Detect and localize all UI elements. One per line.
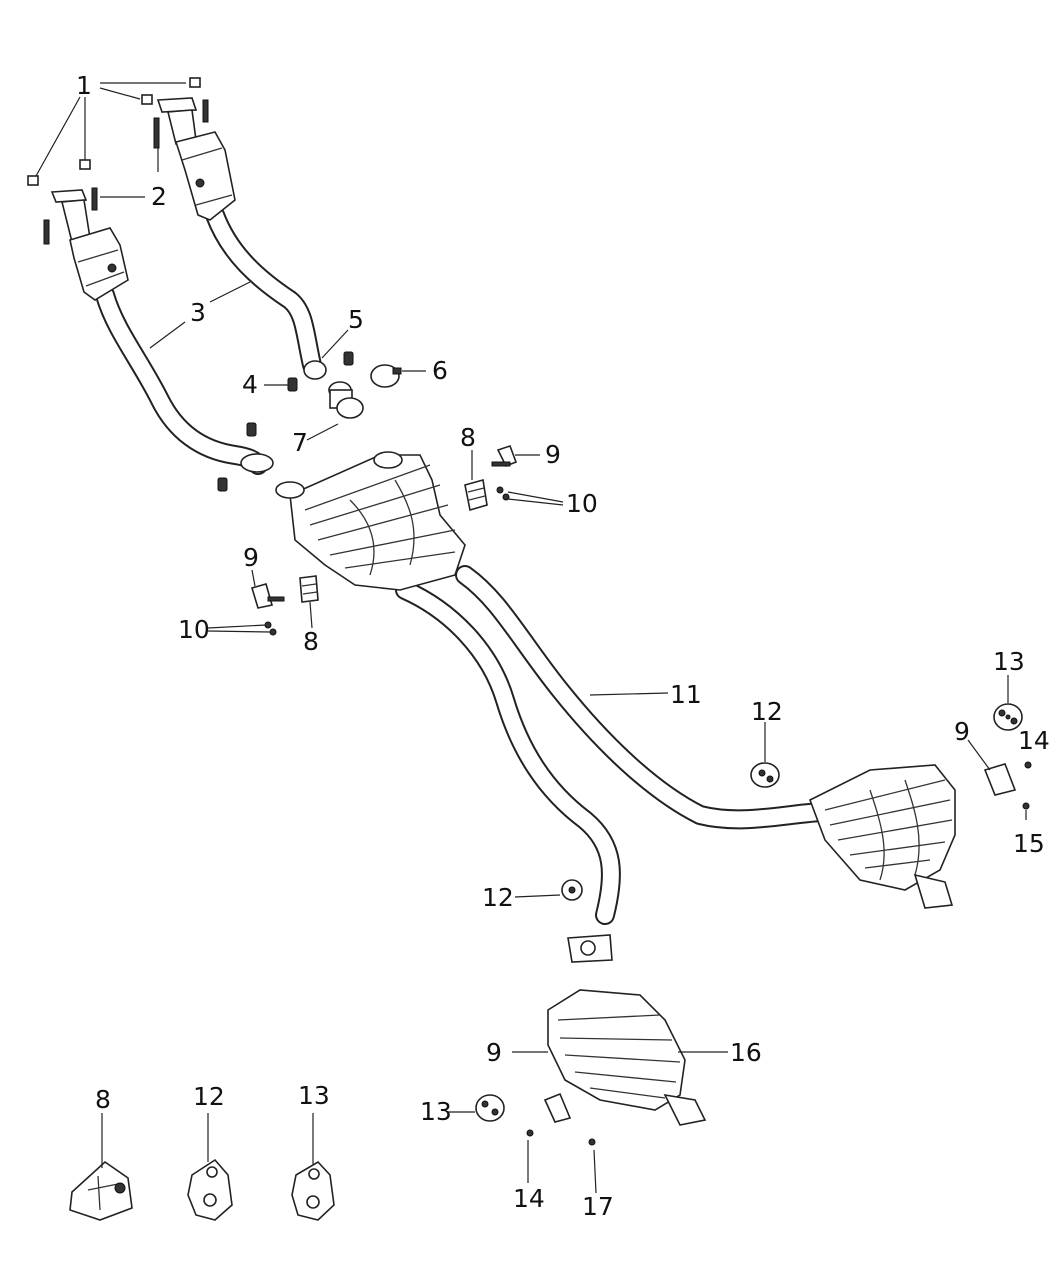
- flange-nuts: [27, 77, 201, 186]
- clamp-6: [370, 364, 402, 388]
- left-downpipe: [95, 285, 268, 475]
- detail-isolator-13: [291, 1160, 335, 1221]
- isolator-8b: [299, 575, 319, 603]
- callout-4: 4: [242, 370, 258, 399]
- callout-12: 12: [482, 883, 514, 912]
- callout-16: 16: [730, 1038, 762, 1067]
- callout-11: 11: [670, 680, 702, 709]
- bracket-9d: [543, 1092, 572, 1123]
- callout-2: 2: [151, 182, 167, 211]
- bracket-9b: [251, 583, 285, 609]
- fasteners-14-15: [1022, 761, 1032, 810]
- x-pipe-right-branch: [455, 565, 830, 830]
- pipe-end: [303, 360, 327, 380]
- x-pipe-left-branch: [395, 580, 621, 925]
- right-muffler: [808, 764, 956, 909]
- left-catalytic-converter: [50, 189, 129, 301]
- callout-6: 6: [432, 356, 448, 385]
- right-flange: [567, 934, 613, 963]
- flange-studs: [43, 99, 209, 245]
- callout-13: 13: [420, 1097, 452, 1126]
- callout-10: 10: [178, 615, 210, 644]
- callout-10: 10: [566, 489, 598, 518]
- callout-8: 8: [460, 423, 476, 452]
- callout-9: 9: [243, 543, 259, 572]
- callout-13: 13: [993, 647, 1025, 676]
- isolator-12a: [750, 762, 780, 788]
- leader-lines: [35, 82, 1027, 1194]
- isolator-8a: [464, 478, 488, 512]
- callout-14: 14: [1018, 726, 1050, 755]
- callout-7: 7: [292, 428, 308, 457]
- callout-8: 8: [303, 627, 319, 656]
- bracket-9a: [491, 444, 518, 468]
- isolator-13a: [993, 703, 1023, 731]
- connector-7: [328, 381, 364, 419]
- callout-12: 12: [193, 1082, 225, 1111]
- callout-13: 13: [298, 1081, 330, 1110]
- callout-9: 9: [545, 440, 561, 469]
- callout-5: 5: [348, 305, 364, 334]
- callout-8: 8: [95, 1085, 111, 1114]
- fasteners-14-17: [526, 1129, 596, 1146]
- callout-17: 17: [582, 1192, 614, 1221]
- left-muffler: [547, 989, 707, 1126]
- callout-9: 9: [954, 717, 970, 746]
- detail-isolator-8: [69, 1160, 133, 1221]
- callout-15: 15: [1013, 829, 1045, 858]
- right-catalytic-converter: [156, 97, 236, 221]
- isolator-12b: [561, 879, 583, 901]
- callout-3: 3: [190, 298, 206, 327]
- bracket-9c: [983, 763, 1017, 796]
- studs-4: [217, 351, 354, 492]
- callout-numbers: 1 2 3 4 5 6 7 8 9 10 9 10 8 11 12 13 9 1…: [76, 71, 1050, 1221]
- callout-9: 9: [486, 1038, 502, 1067]
- callout-14: 14: [513, 1184, 545, 1213]
- detail-isolator-12: [187, 1158, 233, 1221]
- center-resonator: [240, 451, 466, 591]
- callout-12: 12: [751, 697, 783, 726]
- callout-1: 1: [76, 71, 92, 100]
- nuts-10: [264, 486, 510, 636]
- right-downpipe: [205, 205, 322, 375]
- isolator-13b: [475, 1094, 505, 1122]
